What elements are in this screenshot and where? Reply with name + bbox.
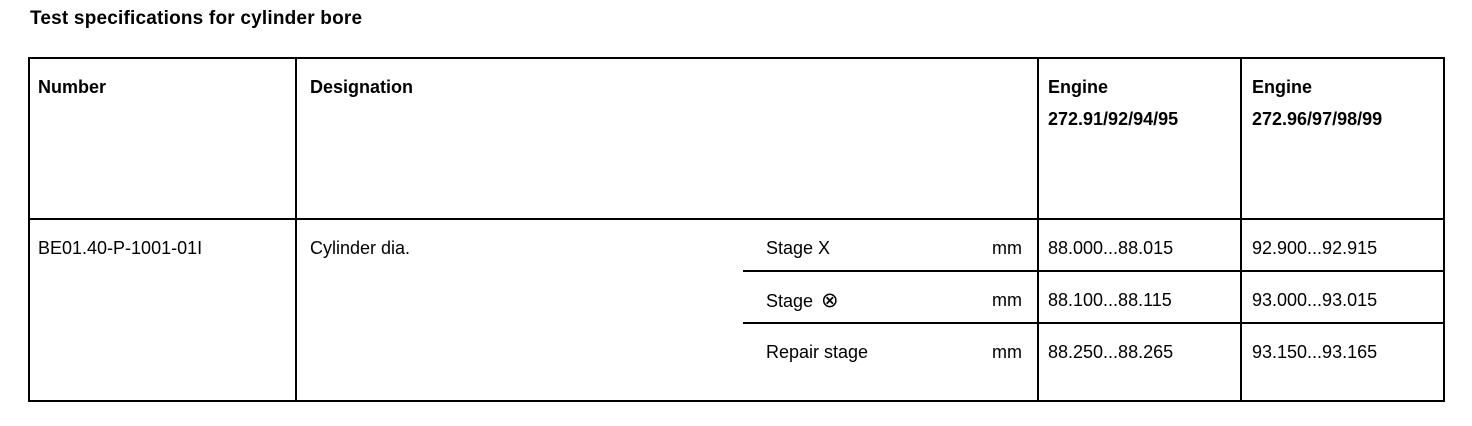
stage-row-1-label-text: Stage X	[766, 238, 831, 258]
stage-row-1-label: Stage X	[766, 237, 838, 259]
stage-row-3-label-cell: Repair stage mm	[743, 322, 1037, 400]
stage-row-3-engine-1-value: 88.250...88.265	[1037, 322, 1240, 400]
row-designation-cell: Cylinder dia.	[295, 218, 743, 400]
stage-row-1-unit: mm	[992, 238, 1022, 258]
stage-row-2-label: Stage ⊗	[766, 289, 839, 312]
value-text: 92.900...92.915	[1252, 238, 1378, 258]
header-number-label: Number	[38, 77, 107, 97]
stage-row-3-label: Repair stage	[766, 341, 876, 363]
stage-row-2-engine-2-value: 93.000...93.015	[1240, 270, 1443, 322]
engine2-header-line2: 272.96/97/98/99	[1252, 109, 1383, 129]
stage-row-1-engine-1-value: 88.000...88.015	[1037, 218, 1240, 270]
stage-row-2-unit: mm	[992, 290, 1022, 310]
stage-row-3-label-text: Repair stage	[766, 342, 869, 362]
spec-table: Number Designation Engine 272.91/92/94/9…	[28, 57, 1445, 402]
value-text: 88.000...88.015	[1048, 238, 1174, 258]
header-cell-engine-1: Engine 272.91/92/94/95	[1037, 59, 1240, 218]
circled-x-icon: ⊗	[821, 288, 839, 312]
value-text: 93.000...93.015	[1252, 290, 1378, 310]
value-text: 88.250...88.265	[1048, 342, 1174, 362]
row-number-value: BE01.40-P-1001-01I	[38, 238, 203, 258]
stage-row-2-label-cell: Stage ⊗ mm	[743, 270, 1037, 322]
header-cell-engine-2: Engine 272.96/97/98/99	[1240, 59, 1443, 218]
stage-row-2-label-text: Stage	[766, 291, 814, 311]
stage-row-3-engine-2-value: 93.150...93.165	[1240, 322, 1443, 400]
value-text: 93.150...93.165	[1252, 342, 1378, 362]
stage-row-1-engine-2-value: 92.900...92.915	[1240, 218, 1443, 270]
page-title: Test specifications for cylinder bore	[30, 8, 363, 29]
row-number-cell: BE01.40-P-1001-01I	[30, 218, 295, 400]
engine2-header-line1: Engine	[1252, 77, 1313, 97]
header-cell-number: Number	[30, 59, 295, 218]
row-designation-value: Cylinder dia.	[310, 238, 411, 258]
stage-row-1-label-cell: Stage X mm	[743, 218, 1037, 270]
value-text: 88.100...88.115	[1048, 290, 1172, 310]
engine1-header-line1: Engine	[1048, 77, 1109, 97]
header-cell-designation: Designation	[295, 59, 1037, 218]
stage-row-3-unit: mm	[992, 342, 1022, 362]
engine1-header-line2: 272.91/92/94/95	[1048, 109, 1179, 129]
header-designation-label: Designation	[310, 77, 414, 97]
stage-row-2-engine-1-value: 88.100...88.115	[1037, 270, 1240, 322]
